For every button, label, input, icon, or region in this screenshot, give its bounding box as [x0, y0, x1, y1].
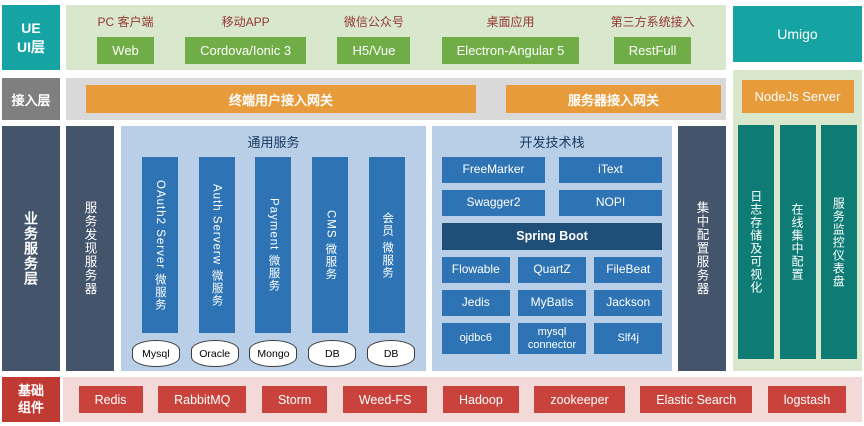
- tech-ojdbc6: ojdbc6: [442, 323, 510, 354]
- tech-mysql-connector: mysql connector: [517, 323, 587, 354]
- component-redis: Redis: [78, 386, 143, 413]
- box-log-storage-visualization: 日志存储及可视化: [738, 125, 775, 359]
- ui-category-desktop: 桌面应用: [486, 15, 535, 29]
- component-weed-fs: Weed-FS: [342, 386, 428, 413]
- box-web: Web: [97, 37, 154, 64]
- box-electron-angular: Electron-Angular 5: [441, 37, 580, 64]
- box-cordova-ionic: Cordova/Ionic 3: [185, 37, 307, 64]
- component-elastic-search: Elastic Search: [640, 386, 753, 413]
- tech-quartz: QuartZ: [517, 257, 587, 283]
- layer-label-base-components: 基础 组件: [2, 377, 60, 422]
- box-umigo: Umigo: [733, 6, 862, 62]
- tech-spring-boot: Spring Boot: [442, 223, 662, 250]
- service-oauth2: OAuth2 Server 微服务: [141, 157, 178, 333]
- service-member: 会员 微服务: [369, 157, 406, 333]
- ui-group-wechat: 微信公众号 H5/Vue: [337, 13, 411, 64]
- ui-category-pc-client: PC 客户端: [97, 15, 154, 29]
- common-services-panel: 通用服务 OAuth2 Server 微服务 Auth Serverw 微服务 …: [121, 126, 426, 371]
- tech-grid-2col: FreeMarker iText Swagger2 NOPI: [442, 157, 662, 216]
- ui-group-desktop: 桌面应用 Electron-Angular 5: [441, 13, 580, 64]
- base-components-row: Redis RabbitMQ Storm Weed-FS Hadoop zook…: [63, 377, 862, 422]
- layer-label-ue-ui: UE UI层: [2, 5, 60, 70]
- component-rabbitmq: RabbitMQ: [158, 386, 247, 413]
- layer-label-business: 业务服务层: [2, 126, 60, 371]
- layer-label-access: 接入层: [2, 78, 60, 120]
- service-auth-server: Auth Serverw 微服务: [198, 157, 235, 333]
- box-nodejs-server: NodeJs Server: [741, 80, 854, 113]
- ui-category-mobile-app: 移动APP: [221, 15, 270, 29]
- component-storm: Storm: [261, 386, 328, 413]
- gateway-server: 服务器接入网关: [506, 85, 721, 113]
- tech-jackson: Jackson: [594, 290, 662, 316]
- tech-slf4j: Slf4j: [594, 323, 662, 354]
- service-cms: CMS 微服务: [312, 157, 349, 333]
- tech-nopi: NOPI: [559, 190, 662, 216]
- ui-layer-row: PC 客户端 Web 移动APP Cordova/Ionic 3 微信公众号 H…: [66, 5, 726, 70]
- ui-category-third-party: 第三方系统接入: [610, 15, 695, 29]
- panel-title-tech-stack: 开发技术栈: [519, 135, 585, 150]
- tech-mybatis: MyBatis: [517, 290, 587, 316]
- gateway-terminal-user: 终端用户接入网关: [86, 85, 476, 113]
- databases-row: Mysql Oracle Mongo DB DB: [121, 340, 426, 367]
- db-cylinder-oracle: Oracle: [190, 340, 239, 367]
- db-cylinder-mongo: Mongo: [249, 340, 298, 367]
- tech-grid-3col: Flowable QuartZ FileBeat Jedis MyBatis J…: [442, 257, 662, 354]
- box-central-config-server: 集中配置服务器: [678, 126, 726, 371]
- box-service-monitor-dashboard: 服务监控仪表盘: [820, 125, 857, 359]
- dev-tech-stack-panel: 开发技术栈 FreeMarker iText Swagger2 NOPI Spr…: [432, 126, 672, 371]
- db-cylinder-mysql: Mysql: [131, 340, 180, 367]
- component-logstash: logstash: [767, 386, 847, 413]
- tech-swagger2: Swagger2: [442, 190, 545, 216]
- component-hadoop: Hadoop: [442, 386, 519, 413]
- box-service-discovery-server: 服务发现服务器: [66, 126, 114, 371]
- tech-filebeat: FileBeat: [594, 257, 662, 283]
- tech-itext: iText: [559, 157, 662, 183]
- tools-row: 日志存储及可视化 在线集中配置 服务监控仪表盘: [733, 125, 862, 359]
- component-zookeeper: zookeeper: [534, 386, 625, 413]
- box-online-central-config: 在线集中配置: [779, 125, 816, 359]
- right-tools-column: NodeJs Server 日志存储及可视化 在线集中配置 服务监控仪表盘: [733, 70, 862, 371]
- tech-flowable: Flowable: [442, 257, 510, 283]
- service-payment: Payment 微服务: [255, 157, 292, 333]
- tech-jedis: Jedis: [442, 290, 510, 316]
- panel-title-common-services: 通用服务: [247, 135, 300, 150]
- ui-group-mobile-app: 移动APP Cordova/Ionic 3: [185, 13, 307, 64]
- tech-freemarker: FreeMarker: [442, 157, 545, 183]
- ui-category-wechat: 微信公众号: [343, 15, 404, 29]
- db-cylinder-db1: DB: [308, 340, 357, 367]
- ui-group-pc-client: PC 客户端 Web: [97, 13, 154, 64]
- box-h5-vue: H5/Vue: [337, 37, 411, 64]
- microservices-row: OAuth2 Server 微服务 Auth Serverw 微服务 Payme…: [121, 157, 426, 333]
- ui-group-third-party: 第三方系统接入 RestFull: [611, 13, 695, 64]
- box-restfull: RestFull: [613, 37, 692, 64]
- db-cylinder-db2: DB: [367, 340, 416, 367]
